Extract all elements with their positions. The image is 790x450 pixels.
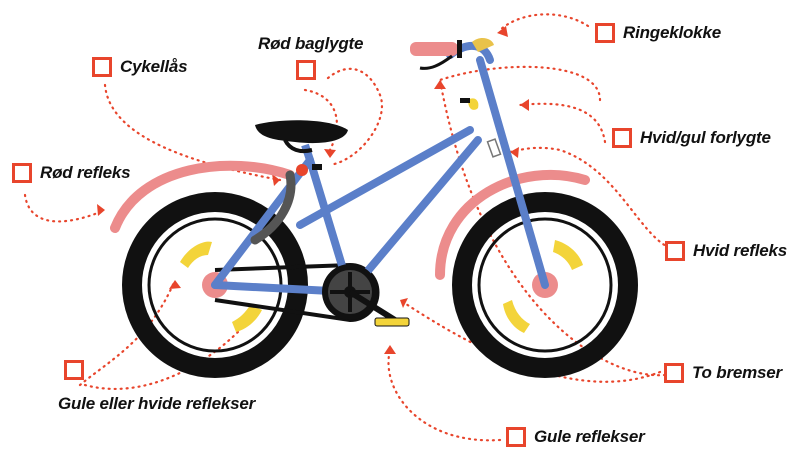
checkbox[interactable] xyxy=(612,128,632,148)
checklist-item-cykellas[interactable]: Cykellås xyxy=(92,57,187,77)
checkbox[interactable] xyxy=(595,23,615,43)
checklist-item-to-bremser[interactable]: To bremser xyxy=(664,363,782,383)
checkbox[interactable] xyxy=(296,60,316,80)
checklist-item-rod-baglygte[interactable]: Rød baglygte xyxy=(258,34,358,80)
checkbox[interactable] xyxy=(665,241,685,261)
checklist-label: Hvid/gul forlygte xyxy=(640,128,771,148)
checklist-label: Cykellås xyxy=(120,57,187,77)
checkbox[interactable] xyxy=(664,363,684,383)
checklist-label: Ringeklokke xyxy=(623,23,721,43)
checklist-label: To bremser xyxy=(692,363,782,383)
checklist-item-hvid-gul-forlygte[interactable]: Hvid/gul forlygte xyxy=(612,128,771,148)
checklist-label: Rød refleks xyxy=(40,163,130,183)
checkbox[interactable] xyxy=(64,360,84,380)
checklist-label: Gule reflekser xyxy=(534,427,645,447)
checkbox[interactable] xyxy=(12,163,32,183)
rear-spoke-reflector-bottom xyxy=(232,305,262,332)
checkbox[interactable] xyxy=(506,427,526,447)
rear-spoke-reflector-top xyxy=(180,242,212,268)
checklist-label: Rød baglygte xyxy=(258,34,358,54)
brake-lever xyxy=(420,56,452,68)
red-rear-light xyxy=(296,164,308,176)
checklist-item-gule-reflekser[interactable]: Gule reflekser xyxy=(506,427,645,447)
pedal-reflector xyxy=(375,318,409,326)
checklist-item-rod-refleks[interactable]: Rød refleks xyxy=(12,163,130,183)
checklist-label: Hvid refleks xyxy=(693,241,787,261)
front-spoke-reflector-bottom xyxy=(503,300,530,333)
checklist-label: Gule eller hvide reflekser xyxy=(58,394,255,414)
front-spoke-reflector-top xyxy=(553,240,583,270)
checklist-item-hvid-refleks[interactable]: Hvid refleks xyxy=(665,241,787,261)
saddle xyxy=(255,120,348,143)
checkbox[interactable] xyxy=(92,57,112,77)
checklist-item-ringeklokke[interactable]: Ringeklokke xyxy=(595,23,721,43)
handlebar-grip xyxy=(410,42,458,56)
checklist-item-gule-eller-hvide-reflekser[interactable]: Gule eller hvide reflekser xyxy=(58,360,255,414)
white-front-reflector xyxy=(488,139,501,157)
